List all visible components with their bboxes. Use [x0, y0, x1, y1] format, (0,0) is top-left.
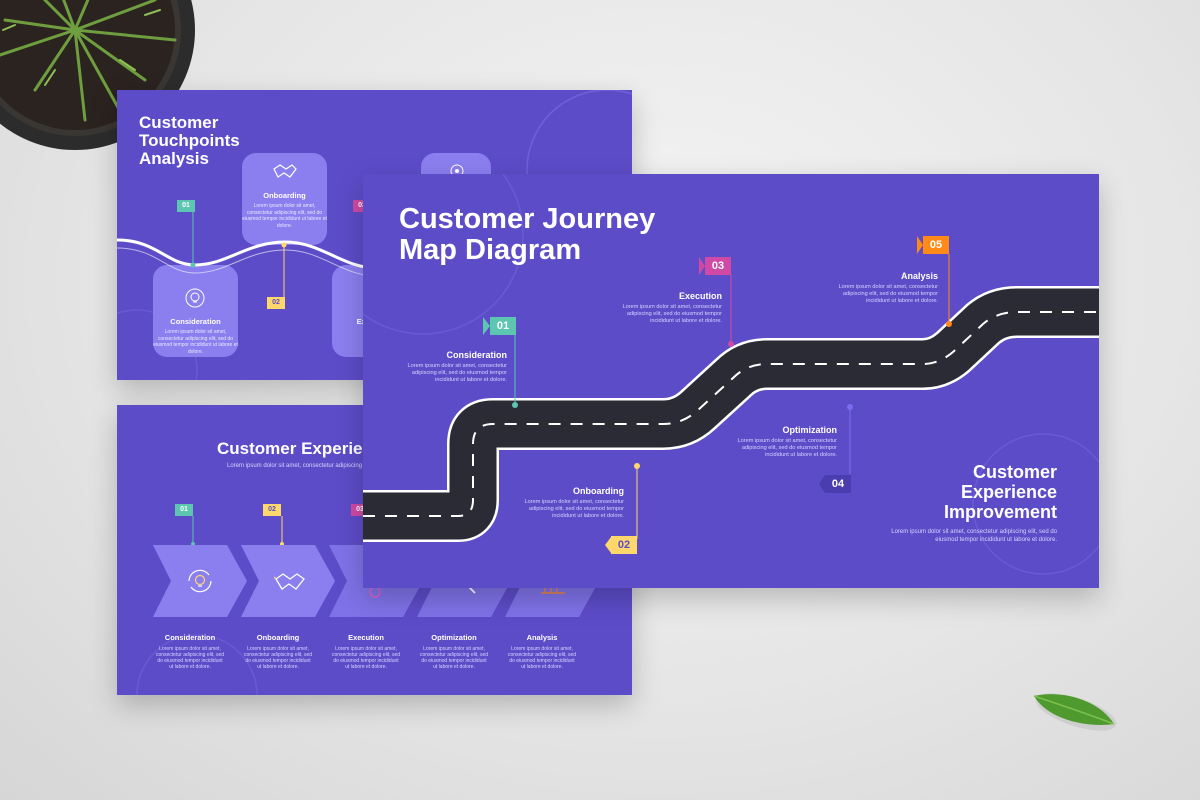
journey-map-step-analysis-body: Lorem ipsum dolor sit amet, consectetur … [838, 284, 939, 304]
lightbulb-cycle-icon [188, 569, 212, 593]
touchpoint-card-consideration-label: Consideration [170, 317, 221, 326]
slide-a-title-line-1: Customer [139, 113, 219, 132]
touchpoint-tag-02: 02 [267, 297, 285, 309]
handshake-icon [273, 164, 297, 178]
journey-step-onboarding-body: Lorem ipsum dolor sit amet, consectetur … [243, 646, 313, 670]
journey-map-step-execution-label: Execution [678, 291, 722, 301]
journey-map-flag-04: 04 [825, 475, 851, 493]
customer-experience-improvement-body: Lorem ipsum dolor sit amet, consectetur … [891, 529, 1057, 543]
journey-map-step-optimization-label: Optimization [782, 425, 838, 435]
journey-map-step-analysis-label: Analysis [900, 271, 938, 281]
journey-map-title-line-1: Customer Journey [399, 203, 656, 235]
slide-journey-map[interactable]: Customer Journey Map Diagram 01 02 03 04… [363, 174, 1099, 588]
journey-step-optimization-body: Lorem ipsum dolor sit amet, consectetur … [419, 646, 489, 670]
journey-step-execution-label: Execution [348, 633, 384, 642]
slide-a-title-line-3: Analysis [139, 149, 209, 168]
slide-b-background-shapes [136, 634, 258, 695]
journey-map-flag-03: 03 [705, 257, 731, 275]
touchpoint-card-onboarding-label: Onboarding [263, 191, 306, 200]
journey-map-flag-02: 02 [611, 536, 637, 554]
leaf-decoration [1033, 693, 1117, 731]
journey-tag-02: 02 [263, 504, 281, 516]
journey-map-step-consideration-body: Lorem ipsum dolor sit amet, consectetur … [407, 363, 508, 383]
touchpoint-card-onboarding[interactable]: Onboarding Lorem ipsum dolor sit amet, c… [242, 153, 327, 245]
journey-road [363, 236, 1099, 553]
touchpoint-card-onboarding-body: Lorem ipsum dolor sit amet, consectetur … [242, 203, 327, 229]
journey-map-step-execution-body: Lorem ipsum dolor sit amet, consectetur … [622, 304, 723, 324]
chevron-consideration [153, 545, 247, 617]
journey-step-onboarding-label: Onboarding [256, 633, 300, 642]
customer-experience-improvement-heading: Customer Experience Improvement [877, 462, 1057, 522]
journey-map-flag-01: 01 [490, 317, 516, 335]
improvement-heading-line-2: Experience [960, 482, 1057, 502]
journey-step-optimization-label: Optimization [431, 633, 477, 642]
improvement-heading-line-3: Improvement [943, 502, 1057, 522]
journey-step-consideration-body: Lorem ipsum dolor sit amet, consectetur … [155, 646, 225, 670]
chevron-onboarding [241, 545, 335, 617]
slide-b-subtitle: Lorem ipsum dolor sit amet, consectetur … [227, 463, 418, 469]
handshake-icon [274, 573, 305, 590]
touchpoint-card-consideration[interactable]: Consideration Lorem ipsum dolor sit amet… [153, 265, 238, 357]
lightbulb-cycle-icon [185, 288, 205, 308]
journey-map-step-onboarding-body: Lorem ipsum dolor sit amet, consectetur … [524, 499, 625, 519]
touchpoint-card-consideration-body: Lorem ipsum dolor sit amet, consectetur … [153, 329, 238, 355]
journey-step-consideration-label: Consideration [164, 633, 216, 642]
journey-step-analysis-label: Analysis [526, 633, 558, 642]
improvement-heading-line-1: Customer [972, 462, 1057, 482]
journey-map-title: Customer Journey Map Diagram [399, 204, 739, 266]
journey-step-execution-body: Lorem ipsum dolor sit amet, consectetur … [331, 646, 401, 670]
journey-step-analysis-body: Lorem ipsum dolor sit amet, consectetur … [507, 646, 577, 670]
slide-c-background-shapes [363, 174, 1099, 575]
chart-icon [541, 587, 565, 594]
journey-tag-01: 01 [175, 504, 193, 516]
slide-a-title: Customer Touchpoints Analysis [139, 114, 369, 168]
journey-map-step-consideration-label: Consideration [446, 350, 507, 360]
journey-map-step-onboarding-label: Onboarding [573, 486, 624, 496]
journey-map-step-optimization-body: Lorem ipsum dolor sit amet, consectetur … [737, 438, 838, 458]
journey-map-title-line-2: Map Diagram [399, 234, 582, 266]
touchpoint-tag-01: 01 [177, 200, 195, 212]
slide-a-title-line-2: Touchpoints [139, 131, 240, 150]
journey-map-flag-05: 05 [923, 236, 949, 254]
